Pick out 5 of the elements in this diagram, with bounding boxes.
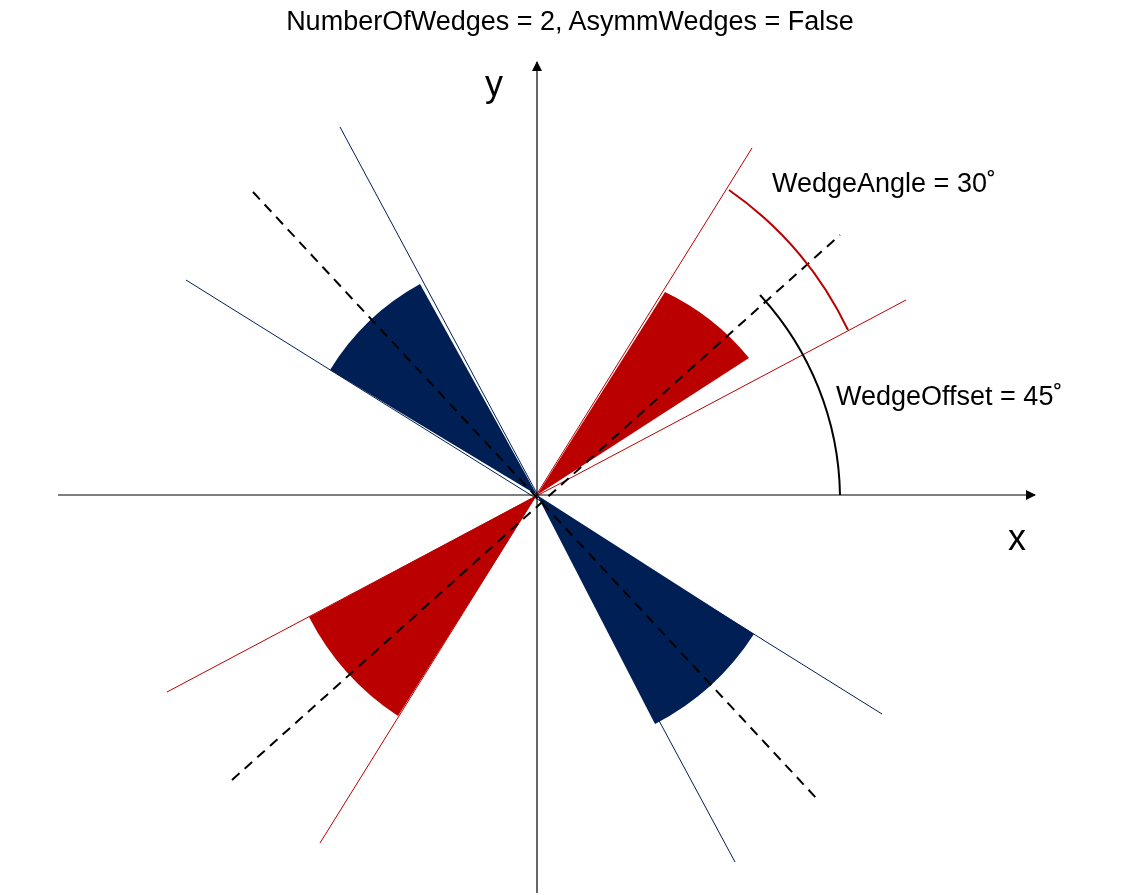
axis-label: x <box>1008 520 1026 556</box>
axis-label: y <box>485 66 503 102</box>
title: NumberOfWedges = 2, AsymmWedges = False <box>286 8 854 35</box>
dimension-label: WedgeAngle = 30˚ <box>772 170 996 197</box>
dimension-label: WedgeOffset = 45˚ <box>836 383 1063 410</box>
